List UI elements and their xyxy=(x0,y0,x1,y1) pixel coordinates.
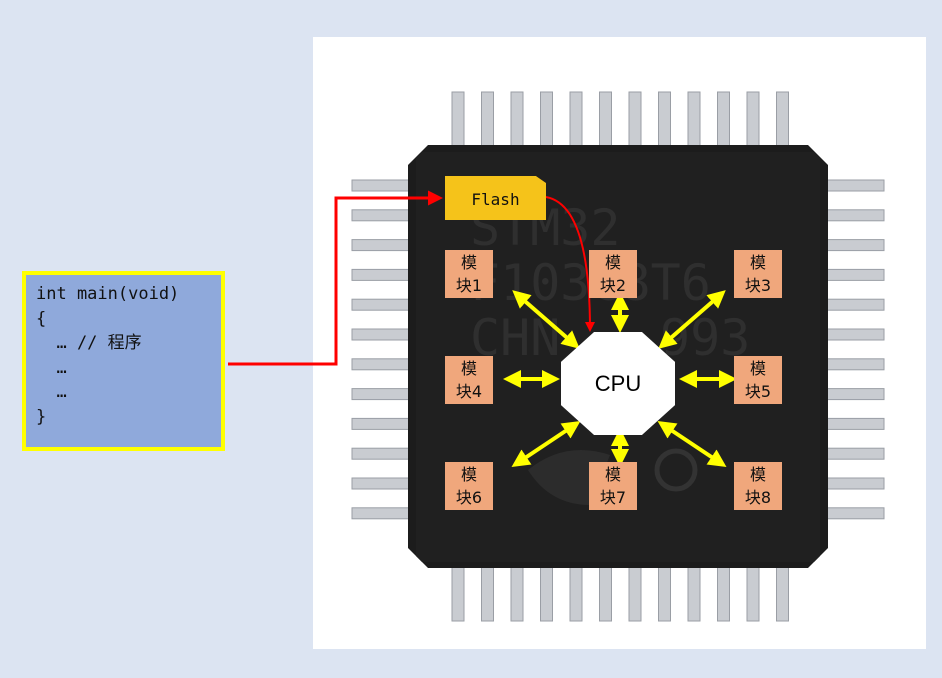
module-label-top: 模 xyxy=(460,465,477,484)
chip-pin xyxy=(569,91,583,148)
chip-pin xyxy=(451,565,465,622)
module-label-bottom: 块6 xyxy=(455,488,483,507)
chip-pin xyxy=(776,565,789,622)
chip-pin xyxy=(351,239,411,252)
chip-pin xyxy=(776,91,789,148)
flash-label: Flash xyxy=(471,189,520,209)
chip-pin xyxy=(481,565,494,622)
chip-pin xyxy=(351,507,411,520)
chip-pin xyxy=(825,328,885,341)
chip-pins xyxy=(351,91,885,622)
chip-pin xyxy=(825,268,885,281)
chip-pin xyxy=(351,298,411,311)
module-label-top: 模 xyxy=(460,359,477,378)
module-5: 模 块5 xyxy=(734,356,782,404)
chip-pin xyxy=(351,268,411,281)
code-line: … // 程序 xyxy=(36,333,142,353)
chip-pin xyxy=(481,91,494,148)
cpu-block: CPU xyxy=(561,332,675,435)
module-6: 模 块6 xyxy=(445,462,493,510)
module-label-bottom: 块4 xyxy=(455,382,483,401)
module-7: 模 块7 xyxy=(589,462,637,510)
cpu-label: CPU xyxy=(594,370,642,396)
code-line: … xyxy=(36,382,67,402)
bus-arrows xyxy=(503,290,737,467)
chip-pin xyxy=(351,388,411,401)
chip-pin xyxy=(510,91,524,148)
module-3: 模 块3 xyxy=(734,250,782,298)
module-8: 模 块8 xyxy=(734,462,782,510)
code-line: … xyxy=(36,357,67,378)
chip-pin xyxy=(351,179,411,192)
chip-pin xyxy=(658,565,671,622)
module-label-bottom: 块3 xyxy=(744,276,772,295)
chip-pin xyxy=(351,447,411,460)
chip-pin xyxy=(825,417,885,430)
module-2: 模 块2 xyxy=(589,250,637,298)
arrow-module6-cpu xyxy=(511,421,581,467)
chip-pin xyxy=(351,477,411,490)
chip-pin xyxy=(351,358,411,371)
chip-pin xyxy=(717,565,730,622)
chip-pin xyxy=(825,239,885,252)
arrow-module8-cpu xyxy=(657,421,727,467)
chip-pin xyxy=(825,298,885,311)
chip-pin xyxy=(351,209,411,222)
module-1: 模 块1 xyxy=(445,250,493,298)
module-label-top: 模 xyxy=(749,253,766,272)
chip-pin xyxy=(825,477,885,490)
chip-pin xyxy=(569,565,583,622)
code-line: { xyxy=(36,308,47,329)
code-snippet-box: int main(void) { … // 程序 … … } xyxy=(22,271,225,451)
code-line: } xyxy=(36,406,47,427)
module-label-bottom: 块7 xyxy=(599,488,627,507)
chip-pin xyxy=(825,388,885,401)
module-label-bottom: 块8 xyxy=(744,488,772,507)
chip-pin xyxy=(825,507,885,520)
arrow-module3-cpu xyxy=(658,290,726,349)
chip-pin xyxy=(351,328,411,341)
module-label-bottom: 块5 xyxy=(744,382,772,401)
module-label-bottom: 块1 xyxy=(455,276,483,295)
module-label-bottom: 块2 xyxy=(599,276,627,295)
chip-pin xyxy=(825,447,885,460)
chip-pin xyxy=(599,565,612,622)
chip-pin xyxy=(628,565,642,622)
code-to-flash-connector xyxy=(228,190,443,366)
code-line: int main(void) xyxy=(36,284,180,304)
chip-pin xyxy=(510,565,524,622)
chip-pin xyxy=(825,358,885,371)
chip-pin xyxy=(351,417,411,430)
module-label-top: 模 xyxy=(749,359,766,378)
chip-pin xyxy=(540,91,553,148)
module-label-top: 模 xyxy=(604,253,621,272)
chip-pin xyxy=(746,565,760,622)
flash-to-cpu-connector xyxy=(545,196,595,332)
arrow-module1-cpu xyxy=(512,290,580,349)
chip-pin xyxy=(687,565,701,622)
module-4: 模 块4 xyxy=(445,356,493,404)
chip-pin xyxy=(717,91,730,148)
module-label-top: 模 xyxy=(749,465,766,484)
chip-pin xyxy=(825,209,885,222)
chip-pin xyxy=(746,91,760,148)
chip-pin xyxy=(540,565,553,622)
chip-pin xyxy=(451,91,465,148)
module-label-top: 模 xyxy=(460,253,477,272)
chip-pin xyxy=(628,91,642,148)
chip-pin xyxy=(687,91,701,148)
module-label-top: 模 xyxy=(604,465,621,484)
chip-pin xyxy=(658,91,671,148)
chip-pin xyxy=(825,179,885,192)
flash-block: Flash xyxy=(445,176,546,220)
chip-pin xyxy=(599,91,612,148)
